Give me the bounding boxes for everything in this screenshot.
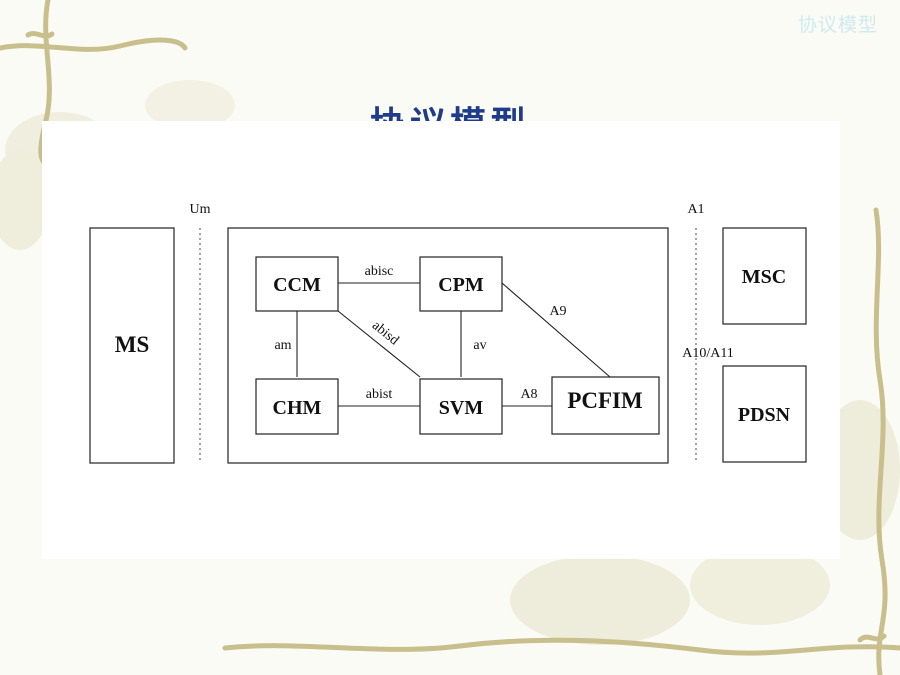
ccm-label: CCM [273, 274, 321, 296]
abisd-link [337, 310, 421, 378]
ms-label: MS [115, 332, 150, 357]
pdsn-label: PDSN [738, 404, 791, 426]
cpm-label: CPM [438, 274, 484, 296]
pdsn-box [722, 365, 807, 463]
cpm-box [419, 256, 503, 312]
a1-label: A1 [687, 202, 704, 217]
chm-box [255, 378, 339, 435]
pcfim-label: PCFIM [567, 388, 643, 413]
msc-box [722, 227, 807, 325]
svm-box [419, 378, 503, 435]
um-label: Um [190, 202, 211, 217]
msc-label: MSC [742, 266, 786, 288]
a9-link [501, 282, 611, 378]
chm-label: CHM [273, 397, 322, 419]
diagram-panel: MS CCM CPM CHM SVM PCFIM MSC PDSN Um A1 … [42, 121, 840, 559]
corner-title: 协议模型 [797, 14, 878, 36]
a8-label: A8 [520, 387, 537, 402]
am-label: am [274, 338, 291, 353]
av-label: av [473, 338, 486, 353]
ms-box [89, 227, 175, 464]
abist-label: abist [366, 387, 393, 402]
a9-label: A9 [549, 304, 566, 319]
protocol-diagram: MS CCM CPM CHM SVM PCFIM MSC PDSN Um A1 … [89, 202, 807, 464]
a10-a11-label: A10/A11 [682, 346, 734, 361]
ccm-box [255, 256, 339, 312]
pcfim-box [551, 376, 660, 435]
svm-label: SVM [439, 397, 484, 419]
abisc-label: abisc [365, 264, 394, 279]
